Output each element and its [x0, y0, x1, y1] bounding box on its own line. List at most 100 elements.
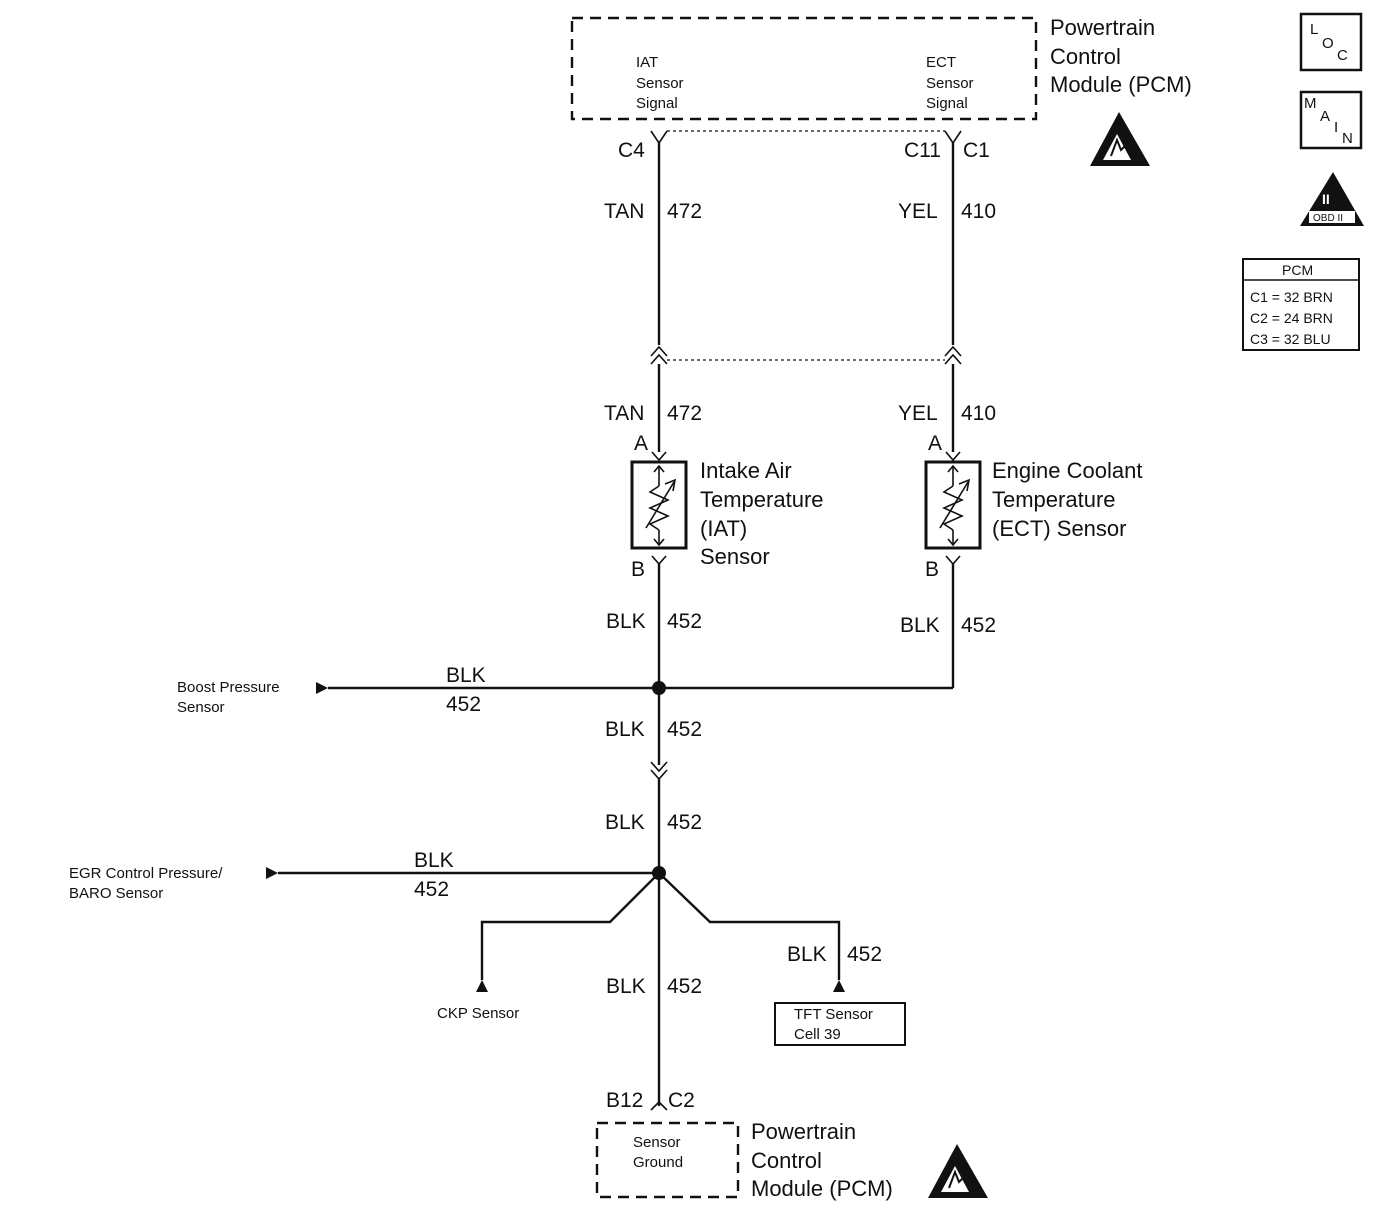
esd-warning-icon: [1090, 112, 1150, 166]
splice-upper: [652, 681, 666, 695]
pin-c4-label: C4: [618, 139, 645, 162]
sensor-ground-line1: Sensor: [633, 1134, 681, 1151]
connector-c2-label: C2: [668, 1089, 695, 1112]
iat-signal-line2: Sensor: [636, 75, 684, 92]
inline-connector-icon: [650, 345, 962, 365]
egr-offpage-arrow-icon: [266, 867, 278, 879]
wire-blk-number-1: 452: [667, 610, 702, 633]
wire-blk-number-3: 452: [667, 718, 702, 741]
pcm-table-row-2: C2 = 24 BRN: [1250, 310, 1333, 326]
connector-b12-icon: [650, 1100, 668, 1111]
tft-label-line1: TFT Sensor: [794, 1006, 873, 1023]
boost-sensor-label-line2: Sensor: [177, 699, 225, 716]
tft-reference-box: [774, 1002, 906, 1046]
pcm-top-title-line3: Module (PCM): [1050, 72, 1192, 97]
ect-signal-line1: ECT: [926, 54, 956, 71]
pcm-table-header: PCM: [1282, 262, 1313, 278]
main-letter-n: N: [1342, 130, 1353, 147]
loc-letter-c: C: [1337, 47, 1348, 64]
wire-blk-color-5: BLK: [606, 975, 646, 998]
iat-sensor-name-line2: Temperature: [700, 487, 824, 512]
wire-tan-color: TAN: [604, 200, 644, 223]
iat-sensor-name-line1: Intake Air: [700, 458, 792, 483]
iat-signal-line3: Signal: [636, 95, 678, 112]
egr-sensor-label-line1: EGR Control Pressure/: [69, 865, 223, 882]
tft-offpage-arrow-icon: [833, 980, 845, 992]
wire-blk-452-ckp: [480, 872, 660, 980]
iat-pin-b-label: B: [631, 558, 645, 581]
pcm-top-title-line1: Powertrain: [1050, 15, 1155, 40]
main-letter-m: M: [1304, 95, 1317, 112]
wire-tan-number-2: 472: [667, 402, 702, 425]
obd-numeral: II: [1322, 191, 1330, 207]
tft-wire-color: BLK: [787, 943, 827, 966]
wire-tan-color-2: TAN: [604, 402, 644, 425]
ect-signal-line2: Sensor: [926, 75, 974, 92]
wire-yel-number: 410: [961, 200, 996, 223]
obd-text: OBD II: [1313, 213, 1343, 224]
ect-sensor-name-line3: (ECT) Sensor: [992, 516, 1126, 541]
main-letter-a: A: [1320, 108, 1330, 125]
connector-c11-female-icon: [944, 130, 962, 145]
connector-c4-female-icon: [650, 130, 668, 145]
ect-sensor-name-line1: Engine Coolant: [992, 458, 1142, 483]
iat-pin-a-label: A: [634, 432, 648, 455]
tft-wire-number: 452: [847, 943, 882, 966]
pcm-table-row-1: C1 = 32 BRN: [1250, 289, 1333, 305]
wire-yel-color: YEL: [898, 200, 938, 223]
wire-blk-number-2: 452: [961, 614, 996, 637]
ect-sensor-name-line2: Temperature: [992, 487, 1116, 512]
esd-warning-bottom-icon: [928, 1144, 988, 1198]
pcm-bottom-title-line2: Control: [751, 1148, 822, 1173]
iat-signal-line1: IAT: [636, 54, 658, 71]
main-button[interactable]: M A I N: [1299, 90, 1363, 150]
wire-blk-number-5: 452: [667, 975, 702, 998]
egr-wire-color: BLK: [414, 849, 454, 872]
pcm-bottom-title-line1: Powertrain: [751, 1119, 856, 1144]
pcm-top-box: [570, 16, 1038, 121]
obd-ii-icon[interactable]: II OBD II: [1300, 172, 1364, 226]
loc-letter-l: L: [1310, 21, 1318, 38]
pin-c11-label: C11: [904, 139, 941, 162]
pcm-bottom-title-line3: Module (PCM): [751, 1176, 893, 1201]
ect-thermistor-icon: [939, 464, 971, 547]
iat-pin-a-icon: [651, 451, 667, 462]
iat-sensor-name-line4: Sensor: [700, 544, 770, 569]
ckp-offpage-arrow-icon: [476, 980, 488, 992]
wire-blk-color-4: BLK: [605, 811, 645, 834]
ect-signal-line3: Signal: [926, 95, 968, 112]
tft-label-line2: Cell 39: [794, 1026, 841, 1043]
wire-yel-number-2: 410: [961, 402, 996, 425]
sensor-ground-line2: Ground: [633, 1154, 683, 1171]
boost-sensor-label-line1: Boost Pressure: [177, 679, 280, 696]
ect-pin-a-icon: [945, 451, 961, 462]
connector-c1-label: C1: [963, 139, 990, 162]
ect-pin-b-label: B: [925, 558, 939, 581]
wire-tan-number: 472: [667, 200, 702, 223]
iat-sensor-name-line3: (IAT): [700, 516, 747, 541]
boost-wire-color: BLK: [446, 664, 486, 687]
loc-button[interactable]: L O C: [1299, 12, 1363, 72]
wire-blk-number-4: 452: [667, 811, 702, 834]
pin-b12-label: B12: [606, 1089, 643, 1112]
iat-pin-b-icon: [651, 555, 667, 566]
main-letter-i: I: [1334, 119, 1338, 136]
egr-sensor-label-line2: BARO Sensor: [69, 885, 163, 902]
wire-blk-color-2: BLK: [900, 614, 940, 637]
wire-yel-color-2: YEL: [898, 402, 938, 425]
pcm-top-title-line2: Control: [1050, 44, 1121, 69]
ect-pin-a-label: A: [928, 432, 942, 455]
pcm-table-row-3: C3 = 32 BLU: [1250, 331, 1331, 347]
ect-pin-b-icon: [945, 555, 961, 566]
iat-thermistor-icon: [645, 464, 677, 547]
pcm-connector-table: PCM C1 = 32 BRN C2 = 24 BRN C3 = 32 BLU: [1242, 258, 1360, 351]
ckp-sensor-label: CKP Sensor: [437, 1005, 519, 1022]
loc-letter-o: O: [1322, 35, 1334, 52]
wire-blk-color-3: BLK: [605, 718, 645, 741]
wire-blk-452-tft: [658, 872, 841, 980]
egr-wire-number: 452: [414, 878, 449, 901]
boost-wire-number: 452: [446, 693, 481, 716]
wire-blk-color-1: BLK: [606, 610, 646, 633]
boost-offpage-arrow-icon: [316, 682, 328, 694]
